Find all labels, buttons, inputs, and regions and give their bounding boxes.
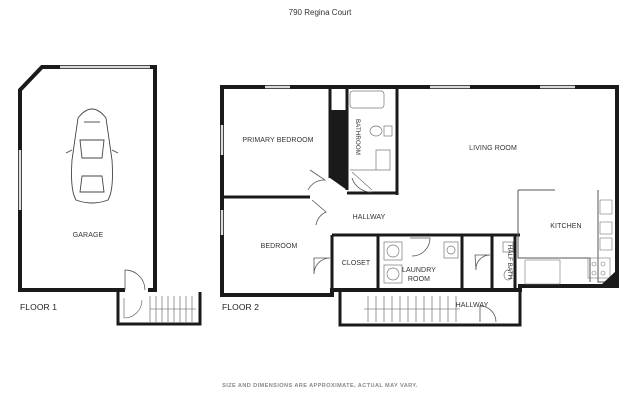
- closet-door: [313, 257, 331, 275]
- label-hallway-lower: HALLWAY: [456, 302, 489, 309]
- label-laundry-line2: ROOM: [408, 276, 430, 283]
- garage-walls: [18, 65, 157, 292]
- floor-2: [220, 85, 619, 327]
- bathroom-door: [351, 177, 373, 193]
- car-icon: [65, 108, 119, 204]
- plan-title: 790 Regina Court: [288, 8, 352, 17]
- bathroom-fixtures: [349, 90, 393, 191]
- label-hallway-upper: HALLWAY: [353, 214, 386, 221]
- label-living-room: LIVING ROOM: [469, 145, 517, 152]
- floor1-stairs: [116, 292, 202, 326]
- laundry-fixtures: [383, 241, 459, 284]
- floor-1: [18, 65, 202, 326]
- label-primary-bedroom: PRIMARY BEDROOM: [242, 137, 313, 144]
- label-floor-2: FLOOR 2: [222, 302, 259, 312]
- label-half-bath: HALF BATH: [506, 245, 513, 279]
- kitchen-counter: [517, 189, 591, 282]
- lower-hallway-walls: [338, 292, 522, 327]
- bedroom-door: [311, 199, 327, 226]
- label-kitchen: KITCHEN: [550, 223, 581, 230]
- half-bath-door: [474, 254, 491, 271]
- label-garage: GARAGE: [73, 232, 104, 239]
- floor2-stairs: [364, 296, 460, 322]
- disclaimer: SIZE AND DIMENSIONS ARE APPROXIMATE, ACT…: [222, 383, 418, 389]
- floor2-outer-walls: [220, 85, 619, 297]
- label-closet: CLOSET: [342, 260, 371, 267]
- label-bedroom: BEDROOM: [261, 243, 298, 250]
- label-bathroom: BATHROOM: [354, 119, 361, 155]
- garage-door-swing: [124, 269, 146, 291]
- primary-bedroom-door: [307, 169, 327, 191]
- label-floor-1: FLOOR 1: [20, 302, 57, 312]
- label-laundry-line1: LAUNDRY: [402, 267, 436, 274]
- floor2-windows: [220, 85, 575, 235]
- laundry-door: [410, 237, 431, 257]
- hallway-door: [479, 305, 497, 323]
